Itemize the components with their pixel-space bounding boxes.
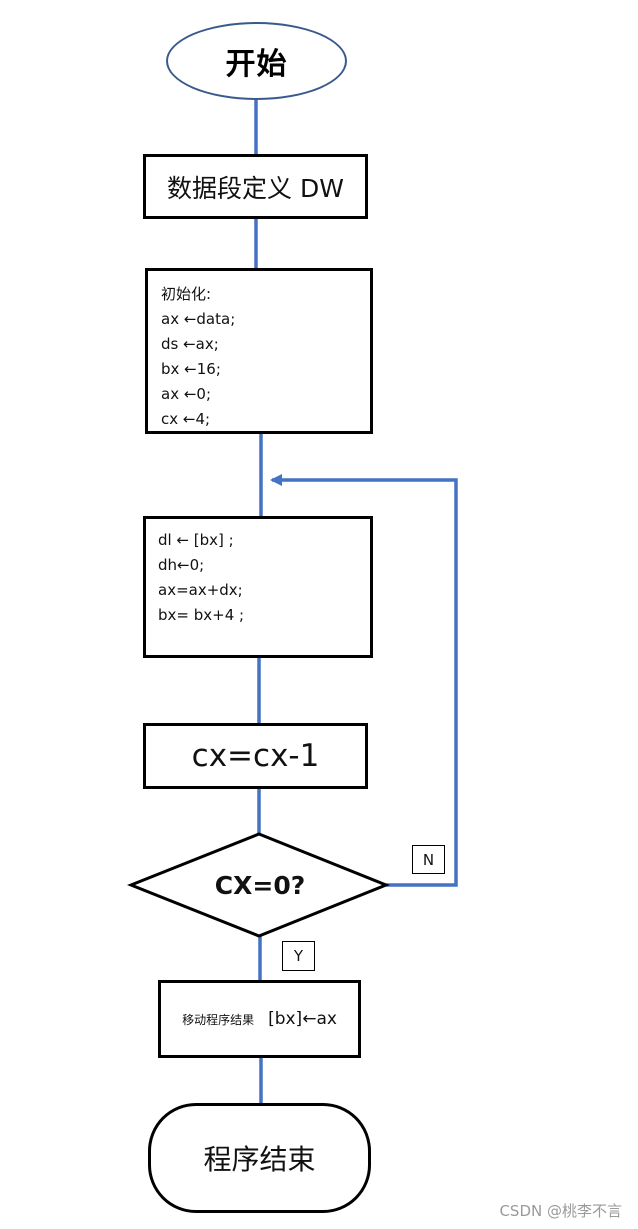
init-line: 初始化: [161,285,212,303]
init-line: ax ←data; [161,310,236,328]
condition-text-wrap: CX=0? [180,865,340,905]
loop-line: ax=ax+dx; [158,581,243,599]
condition-label: CX=0? [214,870,306,900]
yes-label: Y [293,947,304,965]
no-branch-tag: N [412,845,445,874]
yes-branch-tag: Y [282,941,315,971]
start-terminal: 开始 [166,22,347,100]
init-line: ax ←0; [161,385,212,403]
end-terminal: 程序结束 [148,1103,371,1213]
loop-line: dh←0; [158,556,205,574]
store-desc: 移动程序结果 [182,1012,255,1027]
no-label: N [422,850,435,869]
init-box: 初始化: ax ←data; ds ←ax; bx ←16; ax ←0; cx… [145,268,373,434]
store-code: [bx]←ax [268,1009,337,1029]
init-line: cx ←4; [161,410,211,428]
decrement-label: cx=cx-1 [191,738,320,774]
watermark: CSDN @桃李不言 [499,1202,622,1220]
loop-body-box: dl ← [bx] ; dh←0; ax=ax+dx; bx= bx+4 ; [143,516,373,658]
condition-diamond [126,832,391,938]
init-line: bx ←16; [161,360,221,378]
define-box: 数据段定义 DW [143,154,368,219]
loop-line: dl ← [bx] ; [158,531,234,549]
define-label: 数据段定义 DW [167,173,344,203]
store-box: 移动程序结果 [bx]←ax [158,980,361,1058]
loop-line: bx= bx+4 ; [158,606,245,624]
decrement-box: cx=cx-1 [143,723,368,789]
end-label: 程序结束 [203,1143,316,1176]
init-line: ds ←ax; [161,335,219,353]
start-label: 开始 [225,47,288,82]
loop-back-line [270,474,458,887]
